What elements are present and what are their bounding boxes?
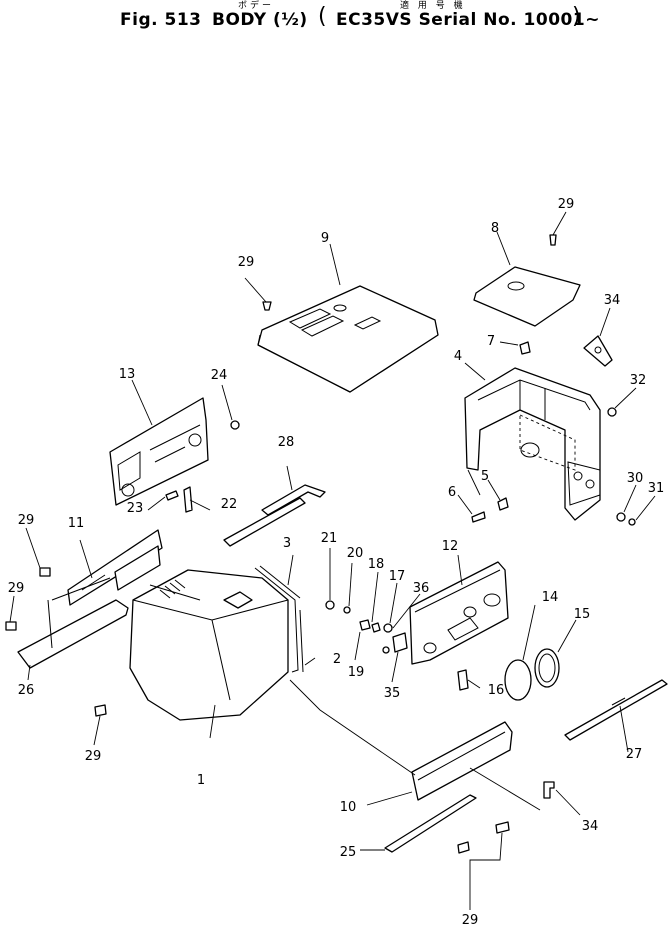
part-10-lower-panel	[411, 721, 513, 801]
callout-12: 12	[442, 539, 459, 554]
callout-29-bottom: 29	[462, 913, 479, 928]
callout-36: 36	[413, 581, 430, 596]
callout-29-left-lower: 29	[8, 581, 25, 596]
figure-header: ボデー 適 用 号 機 Fig. 513 BODY (½) ( EC35VS S…	[0, 0, 670, 40]
part-34-upper-bracket	[583, 335, 613, 367]
part-3-seal-strip	[254, 565, 301, 673]
part-8-top-plate	[473, 266, 581, 327]
part-13-side-panel	[109, 397, 209, 506]
callout-19: 19	[348, 665, 365, 680]
callout-29-top-right: 29	[558, 197, 575, 212]
part-27-rod	[564, 679, 668, 741]
callout-1: 1	[197, 773, 205, 788]
part-2-seal-strip	[299, 609, 304, 673]
callout-30: 30	[627, 471, 644, 486]
callout-22: 22	[221, 497, 238, 512]
callout-13: 13	[119, 367, 136, 382]
callout-27: 27	[626, 747, 643, 762]
callout-labels: 1 2 3 4 5 6 7 8 9 10 11 12 13 14 15 16 1…	[8, 197, 665, 928]
callout-10: 10	[340, 800, 357, 815]
part-14-window-glass	[504, 659, 532, 701]
part-4-rear-frame	[464, 367, 601, 521]
serial-range: EC35VS Serial No. 10001~	[336, 10, 600, 30]
callout-26: 26	[18, 683, 35, 698]
open-paren: (	[318, 4, 328, 29]
callout-7: 7	[487, 334, 495, 349]
callout-29-bottom-left: 29	[85, 749, 102, 764]
callout-32: 32	[630, 373, 647, 388]
figure-number: Fig. 513	[120, 10, 202, 30]
part-28-bracket	[223, 484, 326, 547]
part-26-lower-bracket	[17, 577, 129, 669]
hardware	[5, 234, 636, 854]
part-9-top-cover	[257, 285, 439, 393]
callout-24: 24	[211, 368, 228, 383]
callout-6: 6	[448, 485, 456, 500]
callout-11: 11	[68, 516, 85, 531]
callout-17: 17	[389, 569, 406, 584]
close-paren: )	[572, 4, 582, 29]
callout-5: 5	[481, 469, 489, 484]
callout-34-upper: 34	[604, 293, 621, 308]
callout-15: 15	[574, 607, 591, 622]
callout-28: 28	[278, 435, 295, 450]
part-1-main-housing	[129, 569, 289, 721]
callout-25: 25	[340, 845, 357, 860]
callout-20: 20	[347, 546, 364, 561]
part-15-window-seal	[534, 648, 560, 688]
callout-21: 21	[321, 531, 338, 546]
callout-31: 31	[648, 481, 665, 496]
callout-4: 4	[454, 349, 462, 364]
callout-14: 14	[542, 590, 559, 605]
part-11-left-bracket	[67, 529, 163, 606]
callout-2: 2	[333, 652, 341, 667]
callout-3: 3	[283, 536, 291, 551]
callout-16: 16	[488, 683, 505, 698]
figure-title: BODY (½)	[212, 10, 308, 30]
part-12-side-panel	[409, 561, 509, 665]
callout-35: 35	[384, 686, 401, 701]
callout-23: 23	[127, 501, 144, 516]
callout-18: 18	[368, 557, 385, 572]
japanese-body-caption: ボデー	[238, 1, 275, 11]
callout-34-lower: 34	[582, 819, 599, 834]
callout-9: 9	[321, 231, 329, 246]
leader-lines	[9, 211, 656, 910]
callout-29-top-left: 29	[238, 255, 255, 270]
callout-29-left-upper: 29	[18, 513, 35, 528]
callout-8: 8	[491, 221, 499, 236]
japanese-applicable-caption: 適 用 号 機	[400, 1, 466, 11]
part-25-bottom-rail	[384, 794, 477, 853]
